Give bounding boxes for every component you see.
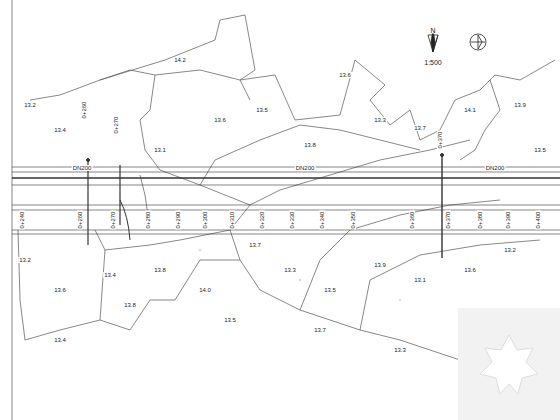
spot-elevation: 13.6 [463, 267, 477, 273]
spot-elevation: 14.0 [198, 287, 212, 293]
station-label: 0+370 [445, 211, 451, 230]
spot-elevation: 13.8 [303, 142, 317, 148]
station-label: 0+370 [437, 131, 443, 150]
pipe-size-label: DN200 [72, 165, 93, 171]
spot-elevation: 13.3 [283, 267, 297, 273]
station-label: 0+260 [77, 211, 83, 230]
station-label: 0+290 [175, 211, 181, 230]
spot-elevation: 13.3 [373, 117, 387, 123]
spot-elevation: 14.1 [463, 107, 477, 113]
north-label: N [429, 27, 436, 34]
station-label: 0+390 [505, 211, 511, 230]
spot-elevation: 13.7 [248, 242, 262, 248]
station-label: 0+320 [259, 211, 265, 230]
spot-elevation: 13.2 [503, 247, 517, 253]
spot-elevation: 13.4 [53, 337, 67, 343]
station-label: 0+280 [145, 211, 151, 230]
pipe-size-label: DN200 [295, 165, 316, 171]
spot-elevation: 13.2 [23, 102, 37, 108]
spot-elevation: 13.2 [18, 257, 32, 263]
station-label: 0+240 [19, 211, 25, 230]
spot-elevation: 13.5 [533, 147, 547, 153]
spot-elevation: 13.6 [213, 117, 227, 123]
spot-elevation: 13.3 [393, 347, 407, 353]
spot-elevation: 13.8 [153, 267, 167, 273]
spot-elevation: 13.6 [338, 72, 352, 78]
scale-label: 1:500 [423, 59, 443, 66]
spot-elevation: 13.5 [323, 287, 337, 293]
station-label: 0+310 [229, 211, 235, 230]
station-label: 0+270 [113, 116, 119, 135]
spot-elevation: 13.7 [413, 125, 427, 131]
station-label: 0+340 [319, 211, 325, 230]
spot-elevation: 14.2 [173, 57, 187, 63]
station-label: 0+400 [535, 211, 541, 230]
spot-elevation: 13.4 [53, 127, 67, 133]
station-label: 0+350 [350, 211, 356, 230]
spot-elevation: 13.4 [103, 272, 117, 278]
spot-elevation: 13.8 [123, 302, 137, 308]
spot-elevation: 13.9 [373, 262, 387, 268]
station-label: 0+330 [289, 211, 295, 230]
spot-elevation: 13.1 [413, 277, 427, 283]
pipe-size-label: DN200 [485, 165, 506, 171]
station-label: 0+300 [202, 211, 208, 230]
station-label: 0+270 [110, 211, 116, 230]
spot-elevation: 13.9 [513, 102, 527, 108]
spot-elevation: 13.6 [53, 287, 67, 293]
spot-elevation: 13.5 [223, 317, 237, 323]
spot-elevation: 13.5 [255, 107, 269, 113]
spot-elevation: 13.7 [313, 327, 327, 333]
station-label: 0+260 [81, 101, 87, 120]
spot-elevation: 13.1 [153, 147, 167, 153]
station-label: 0+380 [477, 211, 483, 230]
station-label: 0+360 [409, 211, 415, 230]
